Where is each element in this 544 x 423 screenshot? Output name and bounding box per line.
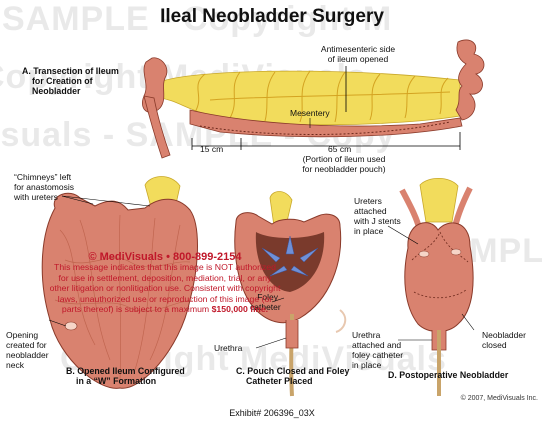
urethra-d-line4: in place <box>352 360 382 370</box>
urethra-c <box>285 320 299 349</box>
neo-mesentery <box>419 177 459 223</box>
caption-c: C. Pouch Closed and Foley Catheter Place… <box>236 366 349 386</box>
measurement-lines <box>191 66 461 150</box>
notice-line4: laws, unauthorized use or reproduction o… <box>57 293 273 304</box>
foley-line1: Foley <box>257 292 278 302</box>
measure-15cm: 15 cm <box>200 144 224 154</box>
urethra-d-line1: Urethra <box>352 330 381 340</box>
antimesenteric-line2: of ileum opened <box>327 54 389 64</box>
notice-line3: other litigation or nonlitigation use. C… <box>49 283 281 294</box>
antimesenteric-label: Antimesenteric side of ileum opened <box>310 44 406 64</box>
copyright-notice: © MediVisuals • 800-899-2154 This messag… <box>0 251 330 314</box>
urethra-d-line2: attached and <box>352 340 402 350</box>
closure-arrows <box>261 235 319 277</box>
notice-line2: for use in settlement, deposition, media… <box>58 272 272 283</box>
opening-line2: created for <box>6 340 47 350</box>
ileum-descending <box>143 95 171 159</box>
opening-line1: Opening <box>6 330 39 340</box>
neobladder-closed-label: Neobladder closed <box>482 330 526 350</box>
portion-line2: for neobladder pouch) <box>302 164 386 174</box>
caption-a-line3: Neobladder <box>32 86 81 96</box>
portion-line1: (Portion of ileum used <box>302 154 386 164</box>
opening-line3: neobladder <box>6 350 49 360</box>
leader-lines-b <box>48 195 151 327</box>
watermark-text-1: SAMPLE - Copyright M <box>2 0 393 38</box>
foley-line2: catheter <box>250 302 281 312</box>
ileum-suture-line <box>199 121 451 135</box>
page-title: Ileal Neobladder Surgery <box>160 6 384 27</box>
ureters-line4: in place <box>354 226 384 236</box>
caption-b: B. Opened Ileum Configured in a “W” Form… <box>66 366 185 386</box>
ureters-line2: attached <box>354 206 387 216</box>
leader-lines-d <box>387 225 475 341</box>
notice-line1: This message indicates that this image i… <box>54 262 276 273</box>
caption-c-line1: C. Pouch Closed and Foley <box>236 366 350 376</box>
caption-a: A. Transection of Ileum for Creation of … <box>22 66 119 96</box>
urethra-d-label: Urethra attached and foley catheter in p… <box>352 330 403 370</box>
ureters-line1: Ureters <box>354 196 382 206</box>
stent-right <box>450 248 462 256</box>
foley-label: Foley catheter <box>250 292 281 312</box>
opening-line4: neck <box>6 360 24 370</box>
mesentery-label: Mesentery <box>290 108 330 118</box>
caption-c-line2: Catheter Placed <box>246 376 313 386</box>
urethra-d-line3: foley catheter <box>352 350 404 360</box>
ileum-opened-segment <box>189 109 463 138</box>
copyright-text: © 2007, MediVisuals Inc. <box>460 395 538 402</box>
neck-opening <box>64 321 78 331</box>
chimneys-label: “Chimneys” left for anastomosis with ure… <box>14 172 74 202</box>
opening-label: Opening created for neobladder neck <box>6 330 49 370</box>
w-pouch-folds <box>54 214 193 381</box>
neobladder-line1: Neobladder <box>482 330 526 340</box>
antimesenteric-line1: Antimesenteric side <box>320 44 396 54</box>
exhibit-number: Exhibit# 206396_03X <box>229 408 315 418</box>
urethra-c-label: Urethra <box>214 343 243 353</box>
caption-a-line2: for Creation of <box>32 76 93 86</box>
caption-b-line1: B. Opened Ileum Configured <box>66 366 185 376</box>
caption-b-line2: in a “W” Formation <box>76 376 157 386</box>
chimneys-line1: “Chimneys” left <box>14 172 72 182</box>
notice-heading: © MediVisuals • 800-899-2154 <box>88 251 242 263</box>
chimneys-line2: for anastomosis <box>14 182 74 192</box>
caption-a-line1: A. Transection of Ileum <box>22 66 119 76</box>
notice-line5-prefix: parts thereof) is subject to a maximum <box>61 304 212 315</box>
caption-d: D. Postoperative Neobladder <box>388 370 509 380</box>
chimneys-line3: with ureters <box>14 192 58 202</box>
neobladder-line2: closed <box>482 340 507 350</box>
foley-tail <box>335 309 347 333</box>
stent-left <box>418 250 430 258</box>
portion-label: (Portion of ileum used for neobladder po… <box>286 154 402 174</box>
ureters-line3: with J stents <box>354 216 401 226</box>
notice-fine: $150,000 fine. <box>211 304 269 315</box>
measure-65cm: 65 cm <box>328 144 352 154</box>
leader-lines-c <box>255 297 287 349</box>
mesentery-vessels <box>194 70 451 123</box>
pouch-c-inner <box>255 232 325 292</box>
ileum-right-loop <box>455 39 485 121</box>
ureters-label: Ureters attached with J stents in place <box>354 196 401 236</box>
notice-line5: parts thereof) is subject to a maximum $… <box>0 304 330 314</box>
